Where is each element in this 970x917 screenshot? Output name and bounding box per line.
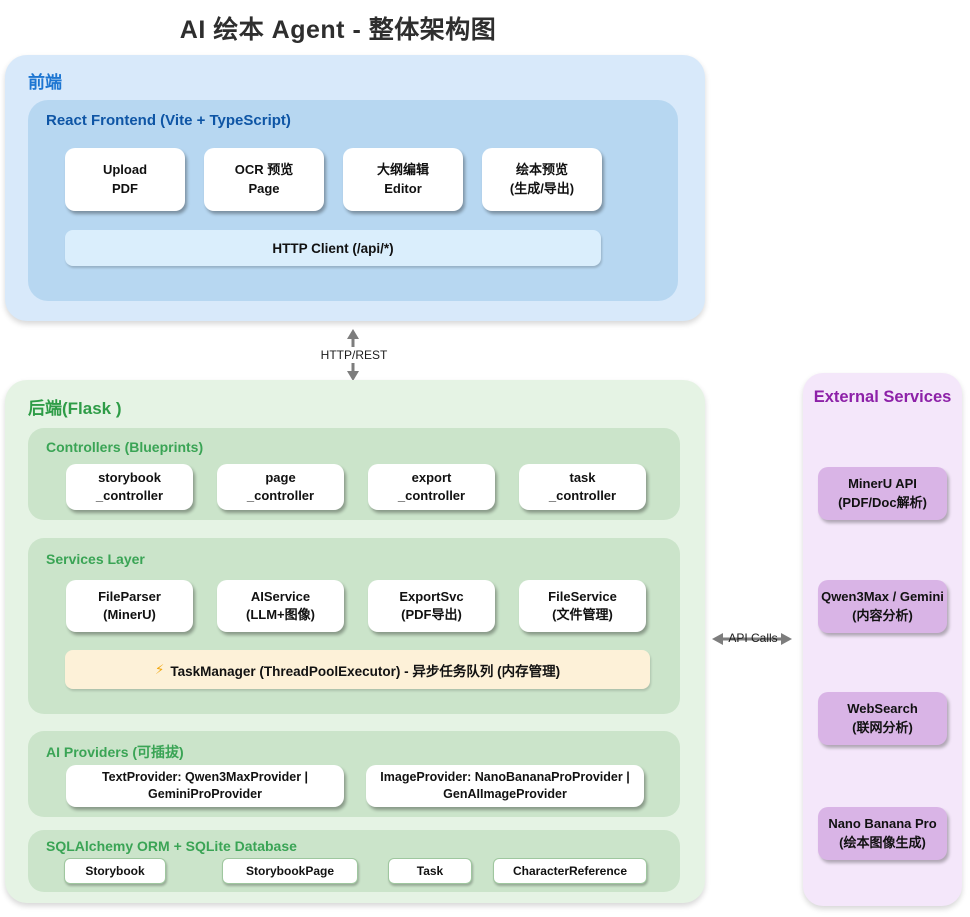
api-calls-arrow-icon — [712, 633, 792, 645]
node-nano-banana-pro: Nano Banana Pro (绘本图像生成) — [818, 807, 947, 860]
node-storybook-preview: 绘本预览 (生成/导出) — [482, 148, 602, 211]
node-file-parser: FileParser (MinerU) — [66, 580, 193, 632]
ai-providers-row: TextProvider: Qwen3MaxProvider | GeminiP… — [66, 765, 644, 807]
services-label: Services Layer — [46, 551, 145, 567]
node-export-svc: ExportSvc (PDF导出) — [368, 580, 495, 632]
node-export-controller: export _controller — [368, 464, 495, 510]
external-services-panel: External Services MinerU API (PDF/Doc解析)… — [803, 373, 962, 906]
node-character-reference-model: CharacterReference — [493, 858, 647, 884]
database-section: SQLAlchemy ORM + SQLite Database Storybo… — [28, 830, 680, 892]
node-storybook-controller: storybook _controller — [66, 464, 193, 510]
frontend-panel: 前端 React Frontend (Vite + TypeScript) Up… — [5, 55, 705, 321]
lightning-icon: ⚡ — [154, 661, 165, 677]
node-task-controller: task _controller — [519, 464, 646, 510]
node-http-client: HTTP Client (/api/*) — [65, 230, 601, 266]
node-storybook-page-model: StorybookPage — [222, 858, 358, 884]
node-websearch: WebSearch (联网分析) — [818, 692, 947, 745]
frontend-component-row: Upload PDF OCR 预览 Page 大纲编辑 Editor 绘本预览 … — [65, 148, 602, 211]
node-mineru-api: MinerU API (PDF/Doc解析) — [818, 467, 947, 520]
services-section: Services Layer FileParser (MinerU) AISer… — [28, 538, 680, 714]
ai-providers-section: AI Providers (可插拔) TextProvider: Qwen3Ma… — [28, 731, 680, 817]
node-ai-service: AIService (LLM+图像) — [217, 580, 344, 632]
task-manager-label: TaskManager (ThreadPoolExecutor) - 异步任务队… — [170, 663, 561, 679]
node-task-manager: ⚡ TaskManager (ThreadPoolExecutor) - 异步任… — [65, 650, 650, 689]
node-page-controller: page _controller — [217, 464, 344, 510]
node-text-provider: TextProvider: Qwen3MaxProvider | GeminiP… — [66, 765, 344, 807]
node-qwen3max-gemini: Qwen3Max / Gemini (内容分析) — [818, 580, 947, 633]
node-upload-pdf: Upload PDF — [65, 148, 185, 211]
backend-label: 后端(Flask ) — [28, 399, 122, 418]
page-title: AI 绘本 Agent - 整体架构图 — [179, 16, 497, 44]
backend-panel: 后端(Flask ) Controllers (Blueprints) stor… — [5, 380, 705, 903]
frontend-label: 前端 — [28, 73, 62, 92]
ai-providers-label: AI Providers (可插拔) — [46, 744, 184, 760]
node-outline-editor: 大纲编辑 Editor — [343, 148, 463, 211]
services-row: FileParser (MinerU) AIService (LLM+图像) E… — [66, 580, 646, 632]
http-rest-label: HTTP/REST — [320, 347, 388, 363]
external-services-label: External Services — [813, 388, 952, 406]
database-label: SQLAlchemy ORM + SQLite Database — [46, 838, 297, 854]
react-frontend-group: React Frontend (Vite + TypeScript) Uploa… — [28, 100, 678, 301]
controllers-section: Controllers (Blueprints) storybook _cont… — [28, 428, 680, 520]
node-image-provider: ImageProvider: NanoBananaProProvider | G… — [366, 765, 644, 807]
node-file-service: FileService (文件管理) — [519, 580, 646, 632]
controllers-row: storybook _controller page _controller e… — [66, 464, 646, 510]
node-storybook-model: Storybook — [64, 858, 166, 884]
controllers-label: Controllers (Blueprints) — [46, 439, 204, 455]
node-ocr-preview-page: OCR 预览 Page — [204, 148, 324, 211]
api-calls-label: API Calls — [728, 631, 778, 645]
react-frontend-label: React Frontend (Vite + TypeScript) — [46, 112, 291, 129]
node-task-model: Task — [388, 858, 472, 884]
